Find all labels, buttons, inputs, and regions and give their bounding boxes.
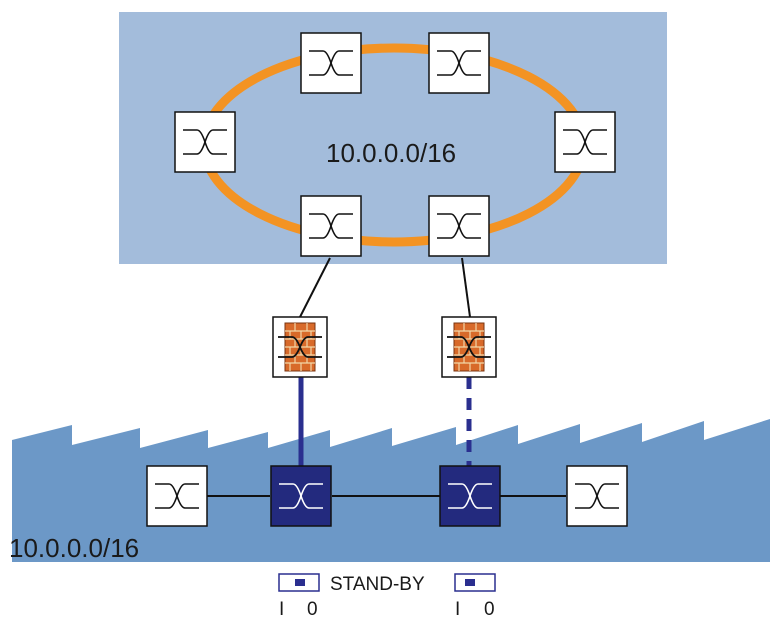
- dip-right-on-label: I: [455, 599, 460, 619]
- dip-switch-icon: [278, 573, 320, 592]
- switch-icon: [554, 111, 616, 173]
- link-ring-to-firewall-right: [461, 257, 471, 318]
- switch-icon: [300, 195, 362, 257]
- switch-icon: [300, 32, 362, 94]
- lower-network-label: 10.0.0.0/16: [9, 533, 139, 563]
- dip-left-off-label: 0: [307, 599, 318, 619]
- firewall-icon: [272, 316, 328, 378]
- upper-network-label: 10.0.0.0/16: [326, 138, 456, 168]
- switch-icon: [566, 465, 628, 527]
- link-ring-to-firewall-left: [299, 257, 331, 318]
- standby-label: STAND-BY: [330, 574, 425, 595]
- dip-right-off-label: 0: [484, 599, 495, 619]
- switch-icon: [146, 465, 208, 527]
- standby-switch-icon: [439, 465, 501, 527]
- switch-icon: [428, 32, 490, 94]
- firewall-icon: [441, 316, 497, 378]
- dip-switch-icon: [454, 573, 496, 592]
- dip-left-on-label: I: [279, 599, 284, 619]
- active-switch-icon: [270, 465, 332, 527]
- switch-icon: [174, 111, 236, 173]
- switch-icon: [428, 195, 490, 257]
